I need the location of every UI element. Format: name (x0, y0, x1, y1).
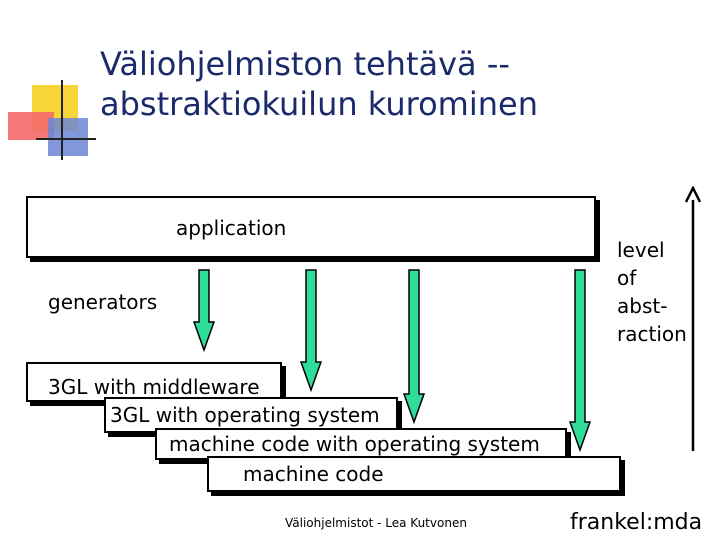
arrow-up-icon (686, 188, 700, 202)
axis-label-word: of (617, 264, 687, 292)
footer-text: Väliohjelmistot - Lea Kutvonen (285, 516, 467, 530)
layer-label: 3GL with operating system (110, 403, 380, 427)
title-line-2: abstraktiokuilun kurominen (100, 85, 538, 123)
vertical-rule (61, 80, 63, 160)
application-label: application (176, 216, 286, 240)
layer-label: machine code (243, 462, 384, 486)
arrow-down-icon (404, 270, 424, 422)
slide-title: Väliohjelmiston tehtävä -- abstraktiokui… (100, 44, 700, 124)
credit-text: frankel:mda (570, 510, 702, 535)
layer-machine-code: machine code (207, 456, 621, 492)
axis-label: level of abst- raction (617, 236, 687, 348)
logo-decoration (0, 0, 100, 160)
arrow-down-icon (194, 270, 214, 350)
axis-label-word: raction (617, 320, 687, 348)
layer-3gl-middleware: 3GL with middleware (26, 362, 282, 402)
layer-label: 3GL with middleware (48, 375, 260, 399)
blue-square (48, 118, 88, 156)
arrow-down-icon (570, 270, 590, 450)
axis-label-word: abst- (617, 292, 687, 320)
layer-label: machine code with operating system (169, 432, 540, 456)
arrow-down-icon (301, 270, 321, 390)
generators-label: generators (48, 290, 157, 314)
title-line-1: Väliohjelmiston tehtävä -- (100, 45, 510, 83)
horizontal-rule (36, 138, 96, 140)
application-box: application (26, 196, 596, 258)
axis-label-word: level (617, 236, 687, 264)
